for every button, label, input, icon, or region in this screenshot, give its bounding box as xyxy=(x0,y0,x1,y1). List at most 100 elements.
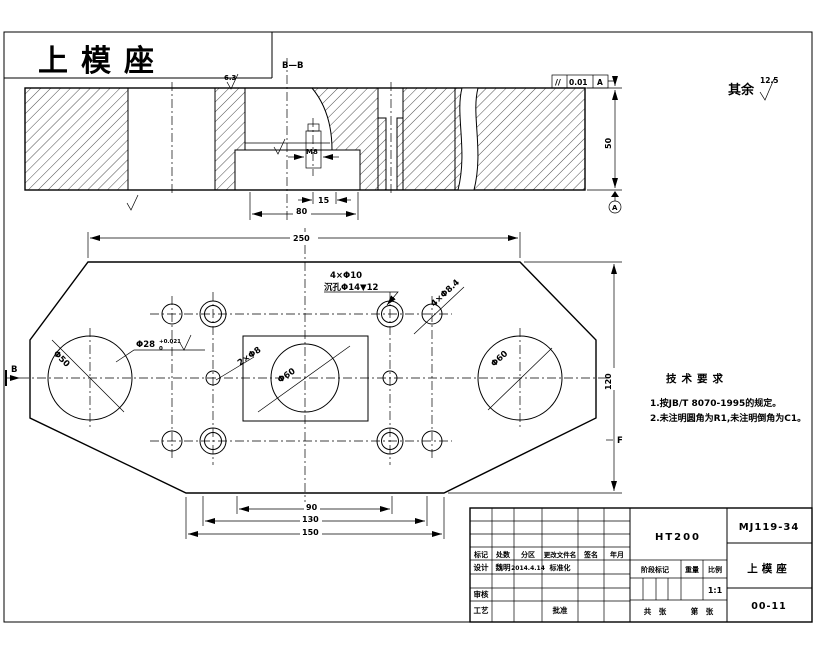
dim-90-text: 90 xyxy=(306,503,318,512)
callout-counterbore: 4×Φ10 沉孔Φ14▼12 xyxy=(324,271,399,306)
drawing-id-section: MJ119-34 上模座 00-11 xyxy=(727,522,812,612)
hatch-mid-block xyxy=(214,87,246,191)
section-arrow-b: B xyxy=(5,365,20,386)
callout-dowel-text: 2×Φ8 xyxy=(236,345,263,368)
fcf-symbol: // xyxy=(555,78,561,87)
left-bore xyxy=(47,335,133,421)
hatch-cbore-left xyxy=(377,117,387,191)
callout-d60-center: Φ60 xyxy=(257,345,351,413)
callout-cb-line2: 沉孔Φ14▼12 xyxy=(324,282,379,293)
sheet-code: 00-11 xyxy=(751,601,786,612)
callout-d60r-text: Φ60 xyxy=(489,349,510,369)
callout-d50-text: Φ50 xyxy=(51,349,72,370)
drawing-number: MJ119-34 xyxy=(739,522,800,533)
callout-d28-tol-upper: +0.021 xyxy=(159,339,181,345)
dim-50-text: 50 xyxy=(604,137,613,149)
callout-dowel: 2×Φ8 xyxy=(215,345,263,381)
callout-d28-tol-lower: 0 xyxy=(159,346,163,352)
center-pocket xyxy=(242,335,369,422)
fcf-datum: A xyxy=(597,78,603,87)
scale-label: 比例 xyxy=(708,565,722,574)
dim-130: 130 xyxy=(202,496,428,526)
col-count: 处数 xyxy=(495,550,511,559)
technical-requirements: 技术要求 1.按JB/T 8070-1995的规定。 2.未注明圆角为R1,未注… xyxy=(650,372,806,424)
stage-label: 阶段标记 xyxy=(641,565,669,574)
revision-table: 标记 处数 分区 更改文件名 签名 年月 设计 魏明 2014.4.14 标准化… xyxy=(470,508,630,622)
plan-view: 4×Φ10 沉孔Φ14▼12 4×Φ8.4 Φ50 Φ28 +0.021 0 Φ… xyxy=(5,228,623,539)
design-name: 魏明 xyxy=(495,562,511,572)
section-label: B—B xyxy=(282,61,303,71)
pin-dim: M8 xyxy=(306,148,318,156)
sheet-frame xyxy=(3,31,813,623)
col-zone: 分区 xyxy=(521,550,535,559)
datum-a-text: A xyxy=(612,204,618,212)
sheet-number-label: 第 张 xyxy=(691,606,714,616)
approve-label: 批准 xyxy=(553,605,568,615)
roughness-check-icon xyxy=(179,334,192,351)
tech-req-item-1: 1.按JB/T 8070-1995的规定。 xyxy=(650,397,781,409)
col-doc: 更改文件名 xyxy=(544,550,577,559)
page-title: 上模座 xyxy=(38,44,167,79)
datum-a: A xyxy=(608,191,622,214)
part-name: 上模座 xyxy=(747,562,791,575)
hatch-right-mid xyxy=(402,87,456,191)
dim-120-text: 120 xyxy=(604,373,613,390)
design-label: 设计 xyxy=(474,562,489,572)
col-mark: 标记 xyxy=(473,550,488,559)
section-arrow-b-text: B xyxy=(11,365,17,375)
dim-50: 50 xyxy=(587,87,622,191)
col-sign: 签名 xyxy=(583,550,598,559)
standardization-label: 标准化 xyxy=(549,563,571,572)
callout-d60c-text: Φ60 xyxy=(276,366,297,385)
weight-label: 重量 xyxy=(685,565,699,574)
dowel-holes xyxy=(205,370,398,386)
dim-250-text: 250 xyxy=(293,234,310,243)
material-value: HT200 xyxy=(655,532,701,543)
dim-150: 150 xyxy=(185,497,445,539)
dim-120: 120 F xyxy=(448,261,623,494)
roughness-check-icon xyxy=(126,194,139,211)
dim-90: 90 xyxy=(236,496,393,514)
total-sheets-label: 共 张 xyxy=(644,606,667,616)
plain-holes xyxy=(161,303,443,452)
scale-value: 1:1 xyxy=(708,586,723,595)
roughness-check-icon xyxy=(759,78,775,101)
roughness-value: 6.3 xyxy=(224,74,237,82)
dim-80-text: 80 xyxy=(296,207,308,216)
hatch-cbore-right xyxy=(396,117,404,191)
screw-pin: M8 xyxy=(288,118,339,176)
right-bore xyxy=(477,335,563,421)
surface-note-value: 12.5 xyxy=(760,76,779,85)
dim-80: 80 xyxy=(249,192,359,220)
roughness-check-icon xyxy=(226,73,239,90)
callout-cb-line1: 4×Φ10 xyxy=(330,271,362,281)
dim-130-text: 130 xyxy=(302,515,319,524)
callout-d28: Φ28 +0.021 0 xyxy=(115,334,205,363)
center-bore xyxy=(270,343,340,413)
design-date: 2014.4.14 xyxy=(511,565,545,572)
datum-f-text: F xyxy=(617,436,623,446)
material-section: HT200 阶段标记 重量 比例 1:1 共 张 第 张 xyxy=(630,532,727,616)
process-label: 工艺 xyxy=(474,605,489,615)
roughness-check-icon xyxy=(273,138,286,155)
callout-d50: Φ50 xyxy=(51,339,125,413)
hatch-left-block xyxy=(24,87,129,191)
col-date: 年月 xyxy=(610,550,624,559)
cast-contour-band xyxy=(457,87,479,191)
surface-note-text: 其余 xyxy=(728,82,755,98)
dim-15: 15 xyxy=(298,192,351,205)
fcf-value: 0.01 xyxy=(569,78,588,87)
hatch-right-block xyxy=(454,87,586,191)
callout-d28-text: Φ28 xyxy=(136,340,155,350)
tech-req-heading: 技术要求 xyxy=(666,372,728,385)
section-view: B—B M8 6.3 xyxy=(24,58,622,220)
dim-15-text: 15 xyxy=(318,196,330,205)
roughness-symbols: 6.3 xyxy=(126,73,286,211)
counterbored-holes xyxy=(199,300,404,455)
callout-84: 4×Φ8.4 xyxy=(413,278,465,335)
dim-150-text: 150 xyxy=(302,528,319,537)
hatch-cavity-wall xyxy=(310,87,379,191)
dim-250: 250 xyxy=(87,232,521,258)
surface-roughness-note: 其余 12.5 xyxy=(728,76,779,101)
